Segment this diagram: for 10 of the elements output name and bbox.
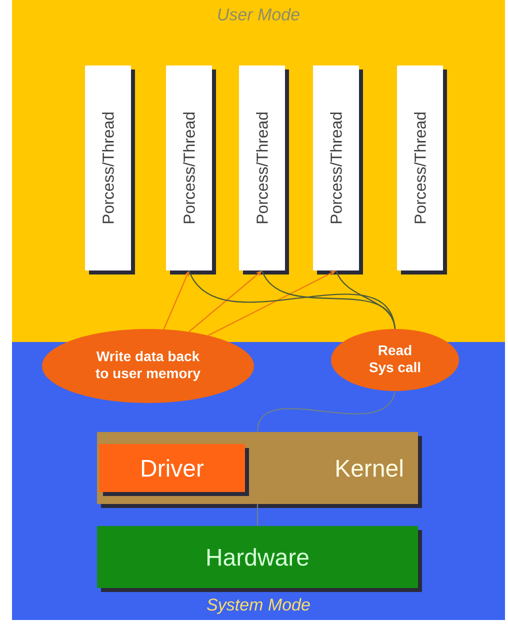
process-box: Porcess/Thread [85,66,135,274]
driver-box: Driver [99,444,249,496]
connector [335,270,396,329]
process-box: Porcess/Thread [239,66,289,274]
connector [256,390,396,432]
process-box: Porcess/Thread [397,66,447,274]
process-box: Porcess/Thread [166,66,216,274]
process-box: Porcess/Thread [313,66,363,274]
hardware-box: Hardware [97,526,422,592]
connector [256,504,258,526]
